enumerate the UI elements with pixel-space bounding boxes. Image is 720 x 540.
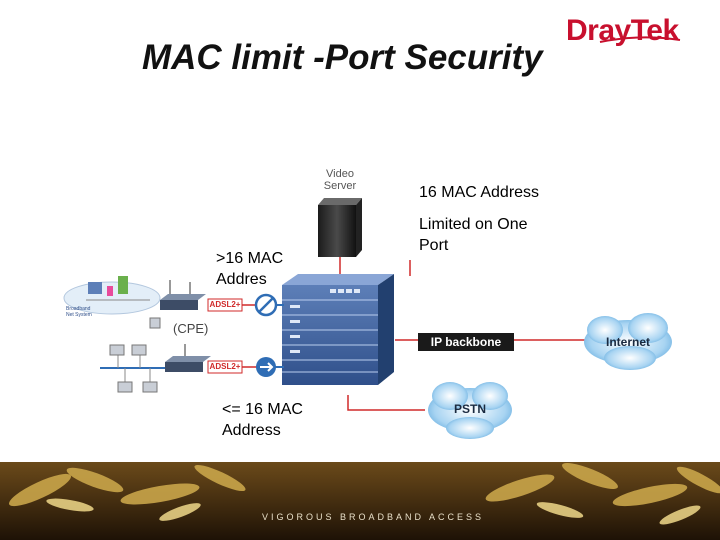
draytek-logo: DrayTek: [566, 14, 679, 47]
cpe-site-top: [63, 276, 161, 315]
label-over-16-mac: >16 MAC Addres: [216, 250, 284, 288]
pstn-label: PSTN: [453, 402, 486, 416]
cpe-modem-bottom-icon: [165, 344, 211, 372]
footer-tagline: VIGOROUS BROADBAND ACCESS: [262, 512, 485, 522]
logo-swoosh: [599, 36, 681, 43]
label-limited-on-one-port: Limited on One Port: [419, 216, 528, 254]
footer-band: [0, 462, 720, 540]
video-server-icon: [318, 198, 362, 257]
adsl-label-top-text: ADSL2+: [209, 300, 241, 309]
adsl-label-bottom-text: ADSL2+: [209, 362, 241, 371]
internet-cloud-icon: [584, 313, 672, 370]
cpe-modem-top-icon: [160, 280, 206, 310]
blocked-port-icon: [254, 293, 278, 317]
adsl-label-top: [207, 298, 243, 312]
broadband-label: Broadband Net System: [66, 306, 92, 318]
pstn-cloud-icon: [428, 382, 512, 439]
cpe-label: (CPE): [173, 321, 209, 336]
ip-backbone-label: IP backbone: [430, 335, 502, 349]
label-under-16-mac: <= 16 MAC Address: [222, 401, 303, 439]
lan-bus-bottom: [100, 317, 165, 393]
adsl-label-bottom: [207, 360, 243, 374]
video-server-label: Video Server: [323, 168, 357, 192]
allowed-port-icon: [256, 357, 276, 377]
dslam-rack-icon: [282, 274, 394, 385]
slide-title: MAC limit -Port Security: [142, 38, 543, 77]
label-16-mac-address: 16 MAC Address: [419, 184, 540, 201]
internet-label: Internet: [605, 335, 650, 349]
ip-backbone-box: [418, 333, 514, 351]
